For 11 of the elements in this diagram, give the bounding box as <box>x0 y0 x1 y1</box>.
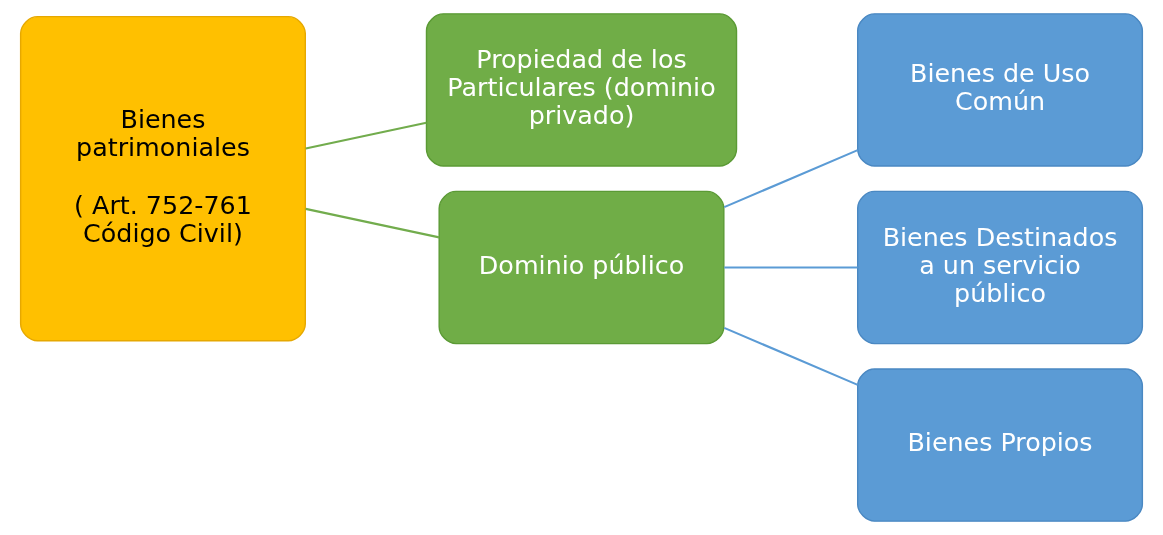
node-box: Bienes Propios <box>857 368 1144 522</box>
node-box: Bienes patrimoniales ( Art. 752-761 Código Civil) <box>19 15 306 342</box>
connector <box>723 326 859 386</box>
node-box: Propiedad de los Particulares (dominio privado) <box>425 13 738 167</box>
connector <box>724 266 858 269</box>
connector <box>305 207 440 239</box>
node-box: Dominio público <box>438 190 725 345</box>
node-box: Bienes de Uso Común <box>857 13 1144 167</box>
connector <box>305 121 427 150</box>
node-box: Bienes Destinados a un servicio público <box>857 190 1144 345</box>
connector <box>723 149 859 209</box>
